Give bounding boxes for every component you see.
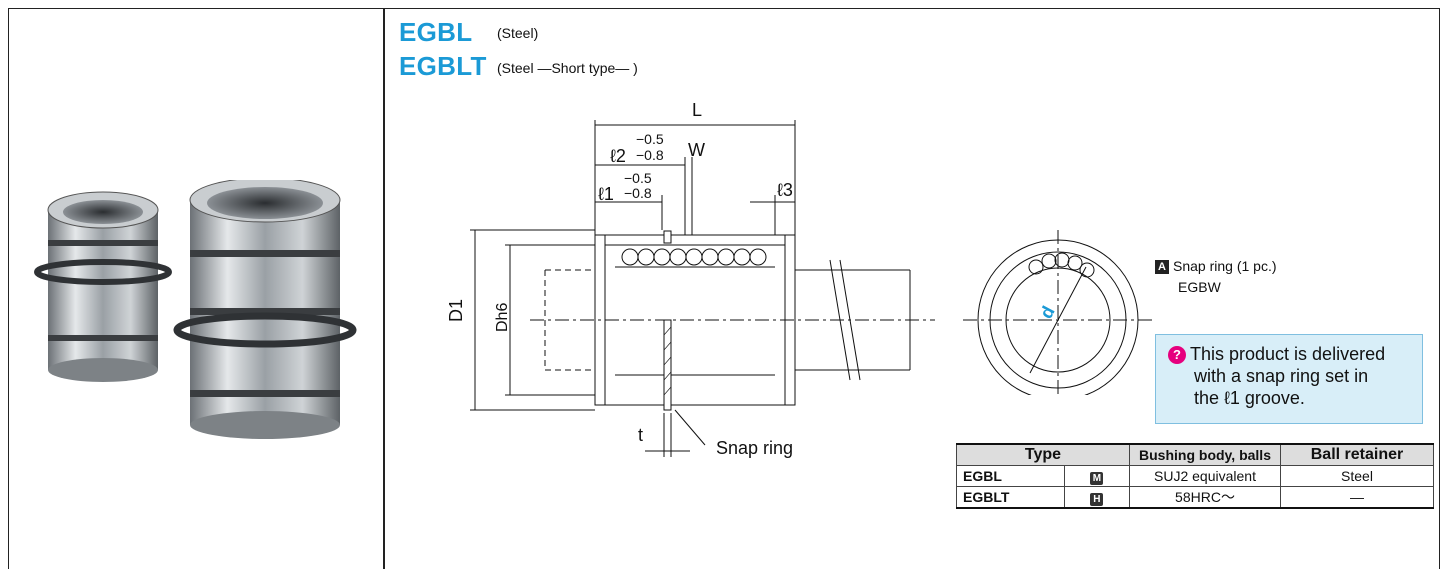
model-title-egblt: EGBLT <box>399 51 487 81</box>
header-bushing: Bushing body, balls <box>1129 443 1281 466</box>
row-type: EGBLT <box>956 486 1065 509</box>
delivery-note: ?This product is delivered with a snap r… <box>1155 334 1423 424</box>
snap-ring-text: Snap ring (1 pc.) <box>1173 258 1277 274</box>
row-retainer: — <box>1280 486 1434 509</box>
snap-ring-badge: A <box>1155 260 1169 274</box>
dim-d1: D1 <box>446 298 466 322</box>
snap-ring-callout: Snap ring <box>716 438 794 458</box>
column-divider <box>383 9 385 569</box>
dim-d: d <box>1036 303 1059 322</box>
dim-l1-tol-lower: −0.8 <box>624 185 652 201</box>
table-row: EGBL M SUJ2 equivalent Steel <box>956 465 1434 487</box>
note-line-2: with a snap ring set in <box>1194 366 1369 386</box>
side-view-drawing <box>470 120 935 457</box>
note-line-1: This product is delivered <box>1190 344 1386 364</box>
snap-ring-code: EGBW <box>1178 279 1221 295</box>
table-row: EGBLT H 58HRC〜 — <box>956 486 1434 509</box>
row-material: SUJ2 equivalent <box>1129 465 1281 487</box>
snap-ring-label: A Snap ring (1 pc.) <box>1155 258 1277 274</box>
row-retainer: Steel <box>1280 465 1434 487</box>
dim-w: W <box>688 140 705 160</box>
model-title-egbl: EGBL <box>399 17 473 47</box>
dim-l2-tol-upper: −0.5 <box>636 131 664 147</box>
dim-l3: ℓ3 <box>777 180 793 200</box>
dim-t: t <box>638 425 644 445</box>
dim-l2: ℓ2 <box>610 146 626 166</box>
row-material: 58HRC〜 <box>1129 486 1281 509</box>
material-table: Type Bushing body, balls Ball retainer E… <box>956 443 1434 509</box>
header-type: Type <box>956 443 1130 466</box>
model-note-egblt: (Steel —Short type— ) <box>497 60 638 76</box>
dim-l1: ℓ1 <box>598 184 614 204</box>
material-mark-icon: H <box>1090 492 1104 506</box>
material-mark-icon: M <box>1090 471 1104 485</box>
dim-dh6: Dh6 <box>494 302 511 332</box>
note-line-3: the ℓ1 groove. <box>1194 388 1305 408</box>
info-icon: ? <box>1168 346 1186 364</box>
model-note-egbl: (Steel) <box>497 25 539 41</box>
dim-l1-tol-upper: −0.5 <box>624 170 652 186</box>
header-retainer: Ball retainer <box>1280 443 1434 466</box>
end-view-drawing: d <box>963 230 1153 395</box>
dim-l: L <box>692 100 703 120</box>
product-photo <box>34 180 357 439</box>
row-type: EGBL <box>956 465 1065 487</box>
page-frame <box>8 8 1440 569</box>
dim-l2-tol-lower: −0.8 <box>636 147 664 163</box>
